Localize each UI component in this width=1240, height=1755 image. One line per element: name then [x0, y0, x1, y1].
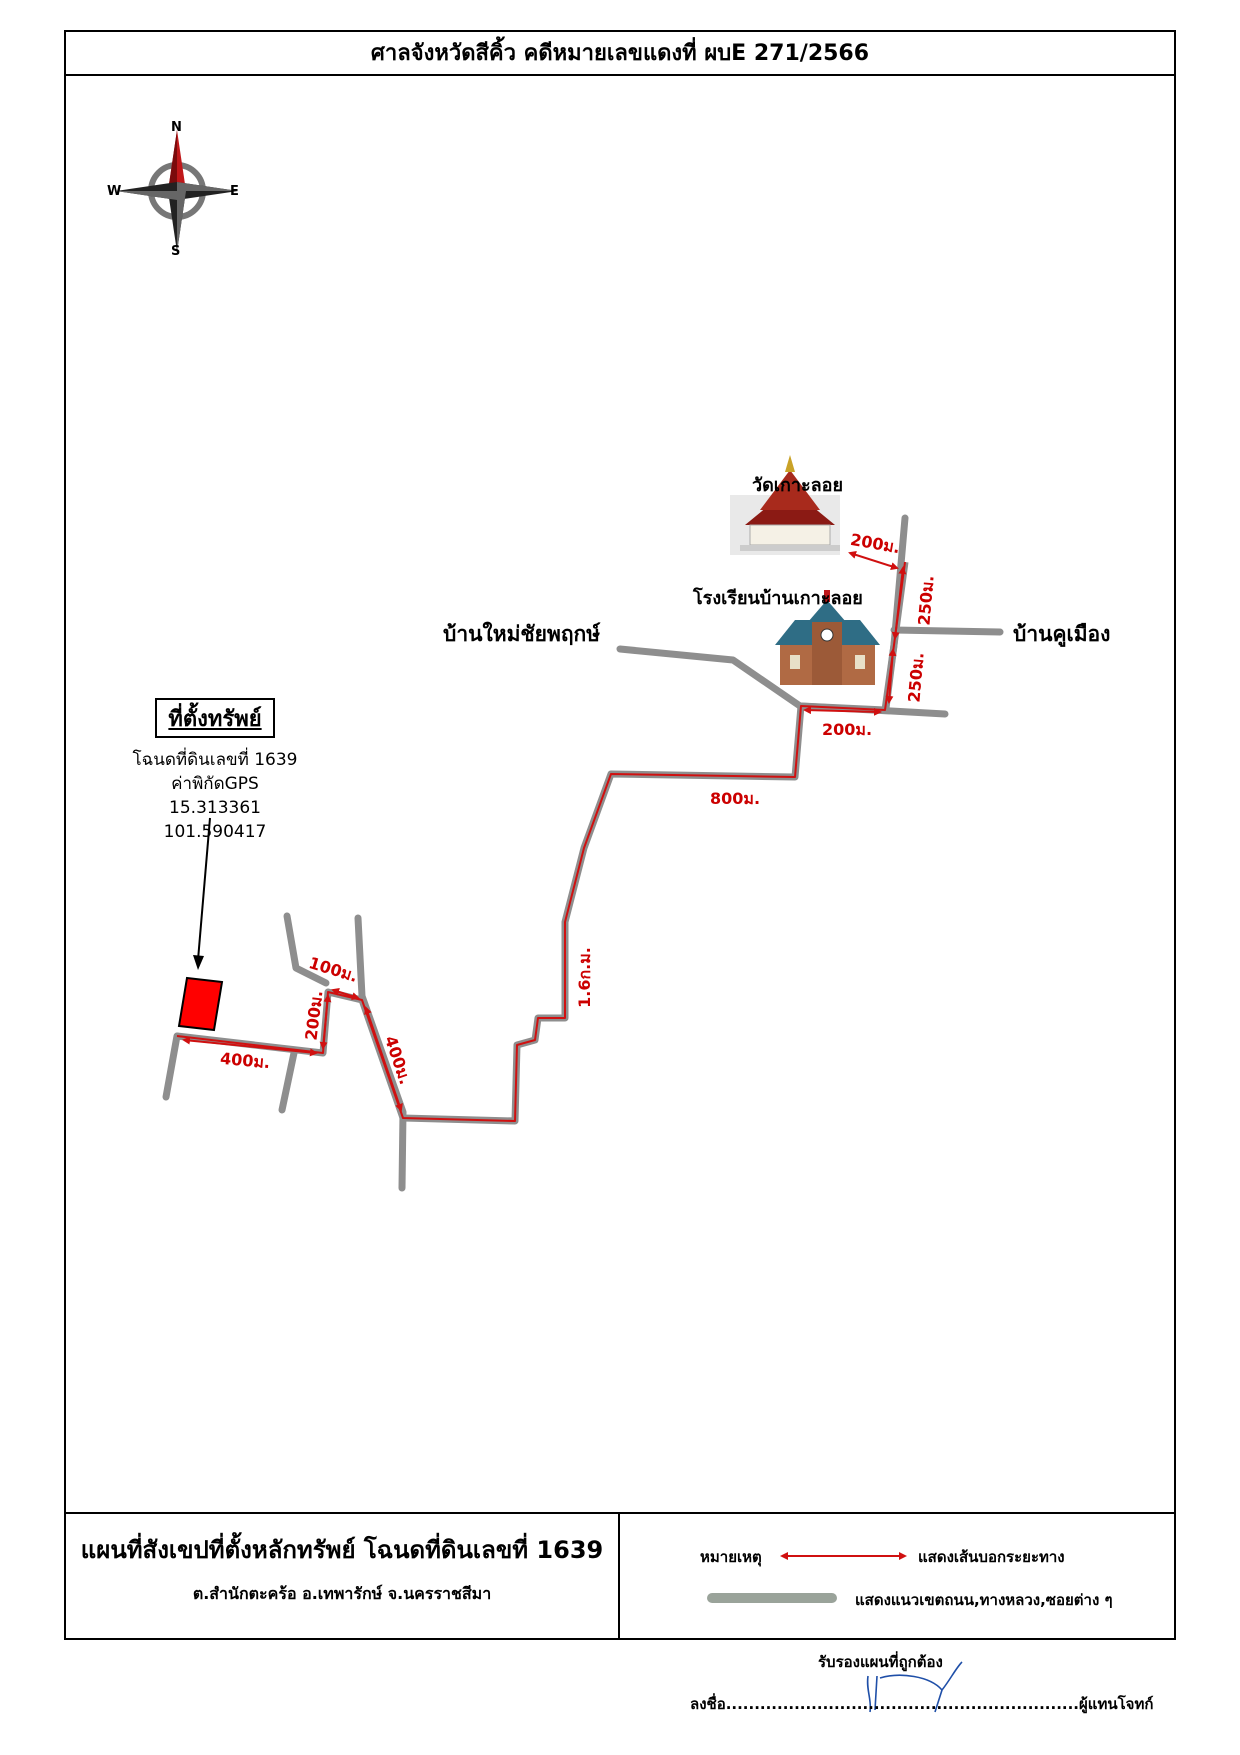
distance-label: 250ม. [914, 574, 938, 627]
property-info: โฉนดที่ดินเลขที่ 1639 ค่าพิกัดGPS 15.313… [110, 748, 320, 844]
property-deed: โฉนดที่ดินเลขที่ 1639 [132, 750, 298, 770]
signature-approve: รับรองแผนที่ถูกต้อง [818, 1653, 943, 1671]
footer-column-divider [618, 1512, 620, 1640]
signature-line: ลงชื่อ..................................… [690, 1695, 1154, 1713]
distance-label: 200ม. [822, 720, 873, 739]
legend-road-text: แสดงแนวเขตถนน,ทางหลวง,ซอยต่าง ๆ [855, 1591, 1113, 1609]
distance-label: 800ม. [710, 789, 761, 808]
page-title: ศาลจังหวัดสีคิ้ว คดีหมายเลขแดงที่ ผบE 27… [64, 30, 1176, 76]
village-west-label: บ้านใหม่ชัยพฤกษ์ [443, 622, 601, 646]
compass-rose [116, 130, 238, 252]
school-label: โรงเรียนบ้านเกาะลอย [693, 588, 863, 609]
distance-label: 400ม. [219, 1048, 271, 1073]
temple-label: วัดเกาะลอย [752, 475, 844, 496]
property-pointer [197, 817, 211, 961]
school-icon [775, 590, 880, 685]
compass-west: W [107, 184, 122, 199]
property-title: ที่ตั้งทรัพย์ [155, 698, 275, 738]
village-east-label: บ้านคูเมือง [1013, 622, 1111, 646]
distance-label: 1.6ก.ม. [574, 947, 594, 1008]
compass-south: S [171, 244, 181, 259]
temple-icon [730, 455, 840, 555]
distance-label: 250ม. [904, 651, 928, 704]
map-frame [64, 30, 1176, 1640]
property-parcel [177, 976, 224, 1032]
property-gps-label: ค่าพิกัดGPS [171, 774, 259, 794]
property-lng: 101.590417 [163, 822, 267, 842]
property-lat: 15.313361 [169, 798, 261, 818]
compass-north: N [171, 120, 182, 135]
signature-scribble [866, 1661, 963, 1713]
compass-east: E [230, 184, 239, 199]
footer-divider [64, 1512, 1176, 1514]
footer-title: แผนที่สังเขปที่ตั้งหลักทรัพย์ โฉนดที่ดิน… [80, 1536, 604, 1564]
footer-subtitle: ต.สำนักตะคร้อ อ.เทพารักษ์ จ.นครราชสีมา [192, 1584, 492, 1603]
legend-label: หมายเหตุ [700, 1548, 762, 1566]
distance-arrows [182, 551, 907, 1112]
legend-arrow-text: แสดงเส้นบอกระยะทาง [918, 1548, 1065, 1566]
